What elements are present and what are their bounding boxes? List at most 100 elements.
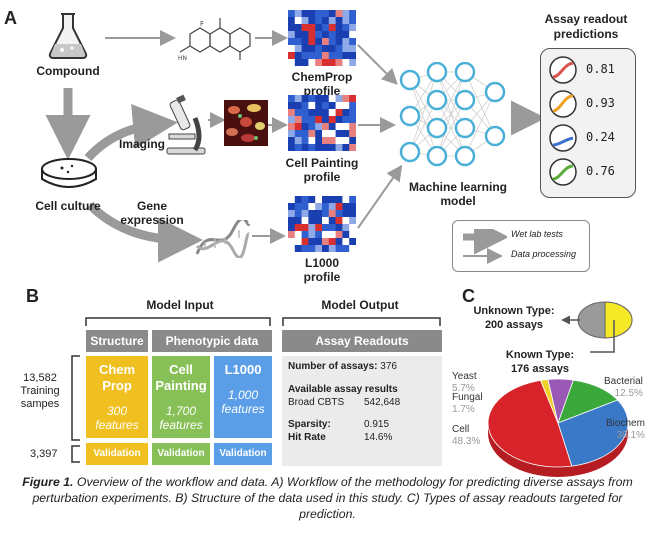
assay-curve-icon — [549, 90, 577, 118]
heatmap-cell — [342, 52, 350, 60]
heatmap-cell — [342, 238, 350, 246]
heatmap-cell — [322, 38, 330, 46]
bacterial-pct: 12.5% — [614, 388, 643, 399]
nn-node — [454, 145, 476, 167]
pie-slice-biochem — [557, 399, 629, 467]
heatmap-cell — [342, 116, 350, 124]
panel-c-chart — [487, 301, 633, 477]
heatmap-cell — [349, 210, 357, 218]
heatmap-cell — [322, 24, 330, 32]
heatmap-cell — [328, 45, 336, 53]
n-assays-value: 376 — [380, 361, 397, 372]
heatmap-cell — [335, 38, 343, 46]
heatmap-cell — [349, 116, 357, 124]
heatmap-cell — [288, 24, 296, 32]
nn-node — [454, 89, 476, 111]
heatmap-cell — [322, 45, 330, 53]
heatmap-cell — [301, 123, 309, 131]
heatmap-cell — [335, 203, 343, 211]
heatmap-cell — [335, 10, 343, 18]
heatmap-cell — [301, 130, 309, 138]
heatmap-cell — [315, 231, 323, 239]
known-type-line2: 176 assays — [510, 363, 570, 375]
heatmap-cell — [301, 210, 309, 218]
heatmap-cell — [349, 196, 357, 204]
nn-edge — [436, 71, 466, 157]
heatmap-cell — [328, 238, 336, 246]
heatmap-cell — [335, 196, 343, 204]
n-assays-row: Number of assays: 376 — [288, 361, 397, 372]
broad-value: 542,648 — [364, 397, 401, 408]
phenotypic-header: Phenotypic data — [152, 330, 272, 352]
heatmap-cell — [308, 123, 316, 131]
heatmap-cell — [308, 38, 316, 46]
heatmap-cell — [342, 137, 350, 145]
heatmap-cell — [308, 130, 316, 138]
heatmap-cell — [288, 10, 296, 18]
heatmap-cell — [301, 245, 309, 253]
heatmap-cell — [315, 24, 323, 32]
legend-data-processing: Data processing — [511, 249, 577, 259]
nn-edge — [409, 79, 438, 157]
heatmap-cell — [294, 130, 302, 138]
heatmap-cell — [301, 109, 309, 117]
heatmap-cell — [288, 130, 296, 138]
heatmap-cell — [335, 45, 343, 53]
l1000-heatmap — [288, 196, 357, 253]
heatmap-cell — [301, 217, 309, 225]
nn-edge — [464, 71, 496, 137]
yeast-name: Yeast — [452, 371, 477, 382]
heatmap-cell — [342, 31, 350, 39]
gene-expression-line2: expression — [120, 213, 184, 227]
heatmap-cell — [349, 109, 357, 117]
nn-edge — [436, 71, 466, 129]
heatmap-cell — [288, 38, 296, 46]
heatmap-cell — [342, 144, 350, 152]
l1000-profile-label: L1000 profile — [272, 256, 372, 284]
heatmap-cell — [342, 38, 350, 46]
heatmap-cell — [328, 137, 336, 145]
cellpainting-profile-label: Cell Painting profile — [272, 156, 372, 184]
hit-rate-label: Hit Rate — [288, 432, 326, 443]
heatmap-cell — [315, 116, 323, 124]
heatmap-cell — [328, 38, 336, 46]
heatmap-cell — [288, 59, 296, 67]
heatmap-cell — [294, 109, 302, 117]
heatmap-cell — [328, 245, 336, 253]
l1000-name-line1: L1000 — [224, 362, 262, 377]
heatmap-cell — [294, 224, 302, 232]
heatmap-cell — [308, 24, 316, 32]
chemprop-feature-unit: features — [95, 418, 139, 432]
heatmap-cell — [308, 45, 316, 53]
heatmap-cell — [288, 109, 296, 117]
heatmap-cell — [328, 144, 336, 152]
chemprop-column: Chem Prop 300 features — [86, 356, 148, 438]
l1000-feature-count: 1,000 — [227, 388, 259, 402]
heatmap-cell — [328, 59, 336, 67]
training-count: 13,582 — [23, 372, 57, 384]
heatmap-cell — [322, 217, 330, 225]
heatmap-cell — [294, 231, 302, 239]
heatmap-cell — [288, 137, 296, 145]
known-type-label: Known Type: 176 assays — [500, 348, 580, 376]
known-type-line1: Known Type: — [505, 349, 575, 361]
heatmap-cell — [322, 31, 330, 39]
heatmap-cell — [349, 224, 357, 232]
heatmap-cell — [349, 17, 357, 25]
ml-model-label: Machine learning model — [398, 180, 518, 208]
known-type-pie — [487, 378, 629, 477]
heatmap-cell — [288, 224, 296, 232]
heatmap-cell — [335, 52, 343, 60]
heatmap-cell — [342, 224, 350, 232]
assay-predictions-title: Assay readout predictions — [532, 12, 640, 42]
heatmap-cell — [294, 95, 302, 103]
heatmap-cell — [301, 203, 309, 211]
assay-curve-icon — [549, 158, 577, 186]
fungal-name: Fungal — [452, 392, 483, 403]
model-input-title: Model Input — [146, 298, 214, 312]
dna-icon — [195, 220, 251, 258]
assay-readouts-header: Assay Readouts — [282, 330, 442, 352]
available-results-label: Available assay results — [288, 384, 398, 395]
heatmap-cell — [349, 10, 357, 18]
